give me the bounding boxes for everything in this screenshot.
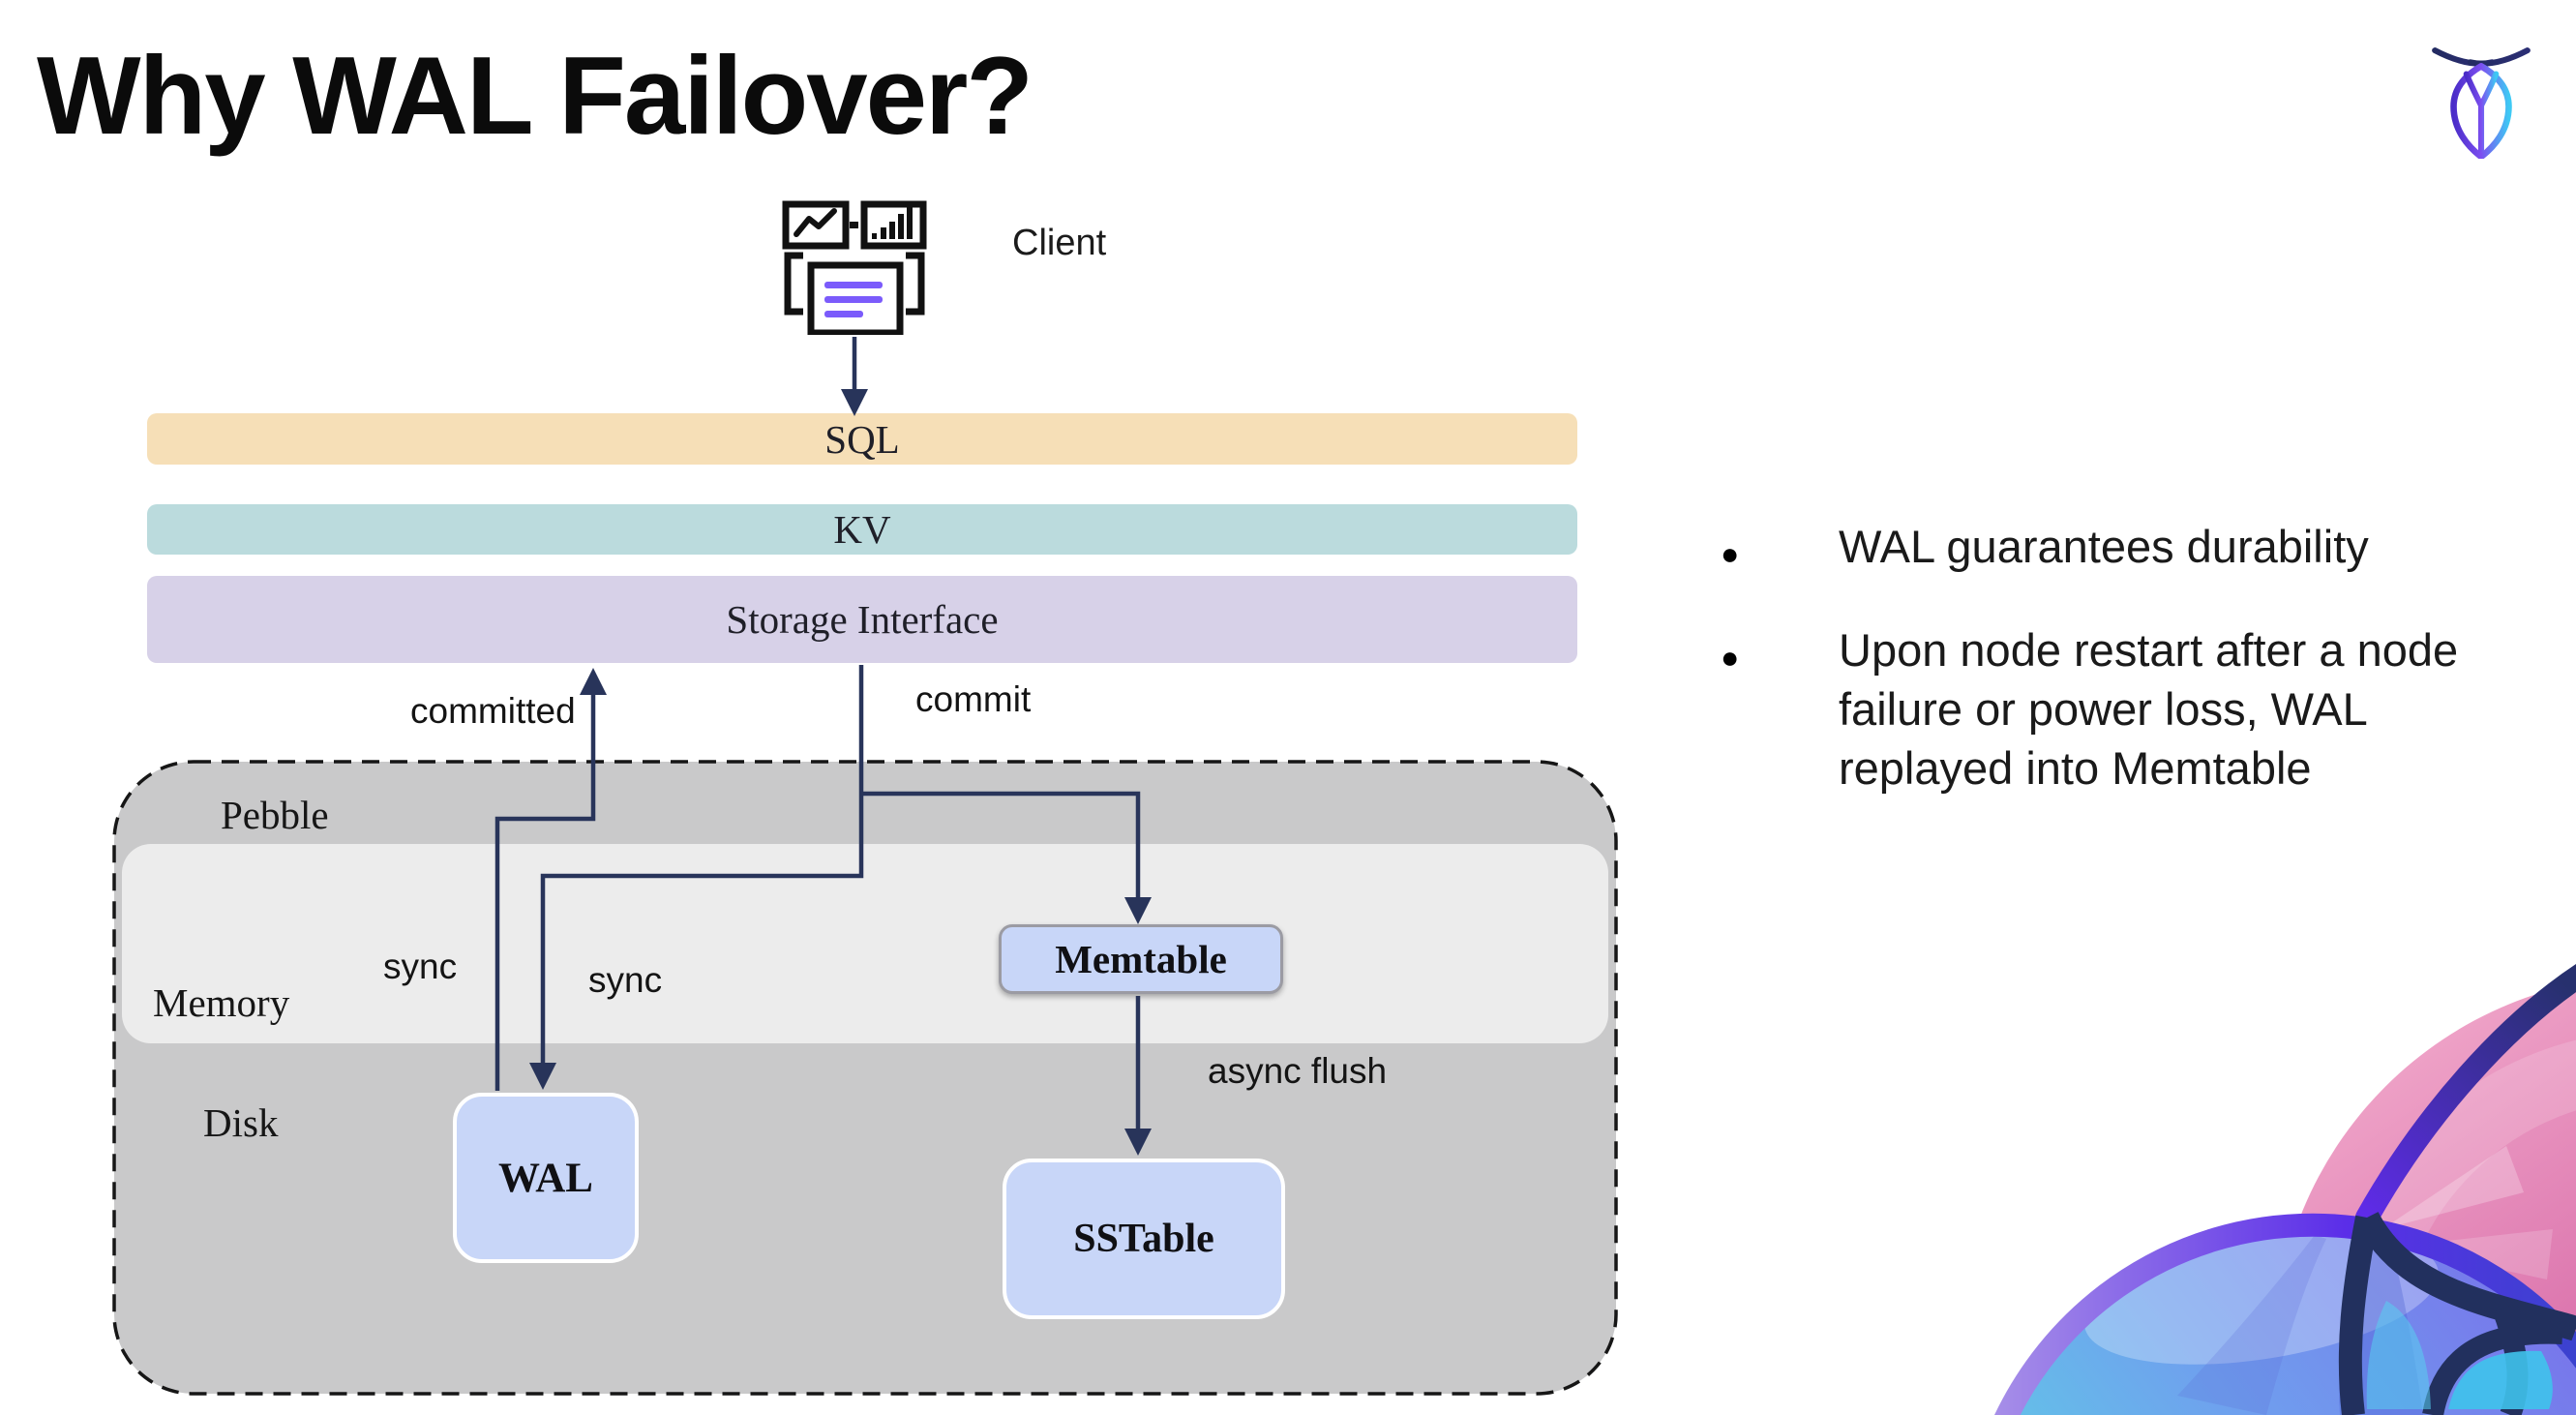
- wal-node: WAL: [453, 1093, 639, 1263]
- committed-arrow-line: [494, 693, 596, 1091]
- kv-layer-label: KV: [833, 507, 891, 552]
- sql-layer-label: SQL: [824, 416, 900, 462]
- sstable-node: SSTable: [1003, 1159, 1285, 1319]
- commit-to-memtable-arrow-line: [861, 791, 1141, 897]
- bullet-list: WAL guarantees durability Upon node rest…: [1695, 517, 2508, 798]
- pebble-box: [112, 760, 1618, 1396]
- doc-line: [824, 282, 883, 288]
- memtable-node: Memtable: [999, 924, 1283, 994]
- storage-interface-layer-label: Storage Interface: [726, 597, 999, 642]
- client-label: Client: [1012, 223, 1107, 263]
- sstable-node-label: SSTable: [1073, 1217, 1214, 1261]
- bullet-item: Upon node restart after a node failure o…: [1695, 620, 2508, 798]
- commit-edge-label: commit: [915, 679, 1032, 719]
- doc-line: [824, 311, 863, 317]
- kv-layer-bar: KV: [147, 504, 1577, 555]
- storage-interface-layer-bar: Storage Interface: [147, 576, 1577, 663]
- arrowhead-down: [1124, 897, 1152, 924]
- cockroach-logo-icon: [2432, 47, 2531, 159]
- sql-layer-bar: SQL: [147, 413, 1577, 465]
- arrowhead-down: [529, 1063, 556, 1090]
- client-icon: [782, 200, 927, 335]
- arrowhead-up: [580, 668, 607, 695]
- pebble-label: Pebble: [221, 793, 329, 837]
- wal-node-label: WAL: [498, 1155, 593, 1201]
- arrowhead-down: [841, 389, 868, 416]
- sync-left-edge-label: sync: [383, 947, 458, 986]
- doc-line: [824, 296, 883, 303]
- committed-edge-label: committed: [410, 691, 576, 731]
- async-flush-edge-label: async flush: [1208, 1051, 1388, 1091]
- brand-art-graphic: [1994, 964, 2576, 1415]
- sync-right-edge-label: sync: [588, 960, 663, 1000]
- memtable-node-label: Memtable: [1055, 937, 1227, 981]
- memory-band: [122, 844, 1608, 1043]
- disk-label: Disk: [203, 1100, 279, 1145]
- commit-sync-arrow-line: [540, 665, 864, 1063]
- page-title: Why WAL Failover?: [37, 35, 1033, 158]
- arrowhead-down: [1124, 1129, 1152, 1156]
- memory-label: Memory: [153, 980, 290, 1025]
- bullet-item: WAL guarantees durability: [1695, 517, 2508, 584]
